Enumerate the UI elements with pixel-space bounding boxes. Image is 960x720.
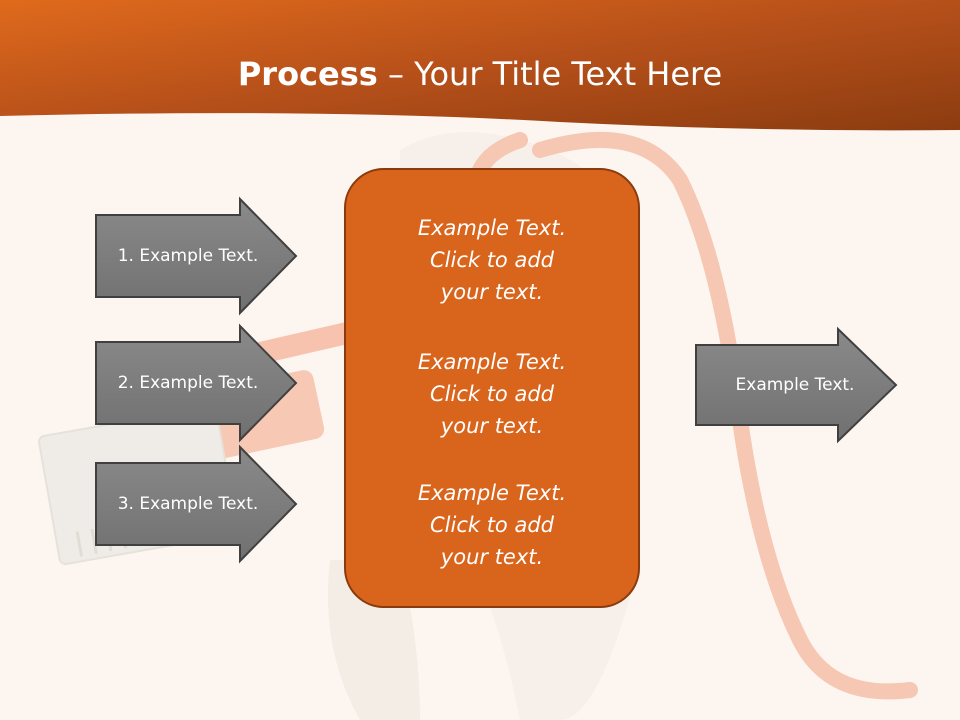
center-text-line: Click to add (429, 513, 554, 537)
left-arrow-label-2[interactable]: 2. Example Text. (117, 373, 259, 393)
center-text-line: your text. (440, 280, 544, 304)
center-text-box[interactable] (344, 168, 640, 608)
center-text-line: Example Text. (417, 216, 567, 240)
title-bold: Process (237, 55, 378, 93)
right-arrow-label[interactable]: Example Text. (735, 375, 855, 395)
center-text-line: your text. (440, 545, 544, 569)
header-band (0, 0, 960, 131)
left-arrow-label-1[interactable]: 1. Example Text. (117, 246, 259, 266)
page-title: Process – Your Title Text Here (0, 52, 960, 96)
center-text-line: Click to add (429, 382, 554, 406)
center-text-block-1[interactable]: Example Text. Click to add your text. (344, 212, 640, 308)
center-text-line: Example Text. (417, 350, 567, 374)
center-text-line: your text. (440, 414, 544, 438)
center-text-block-2[interactable]: Example Text. Click to add your text. (344, 346, 640, 442)
center-text-line: Click to add (429, 248, 554, 272)
right-arrow-shape (695, 326, 898, 444)
left-arrow-shapes (95, 196, 298, 564)
left-arrow-label-3[interactable]: 3. Example Text. (117, 494, 259, 514)
center-text-block-3[interactable]: Example Text. Click to add your text. (344, 477, 640, 573)
title-rest: – Your Title Text Here (377, 55, 723, 93)
center-text-line: Example Text. (417, 481, 567, 505)
